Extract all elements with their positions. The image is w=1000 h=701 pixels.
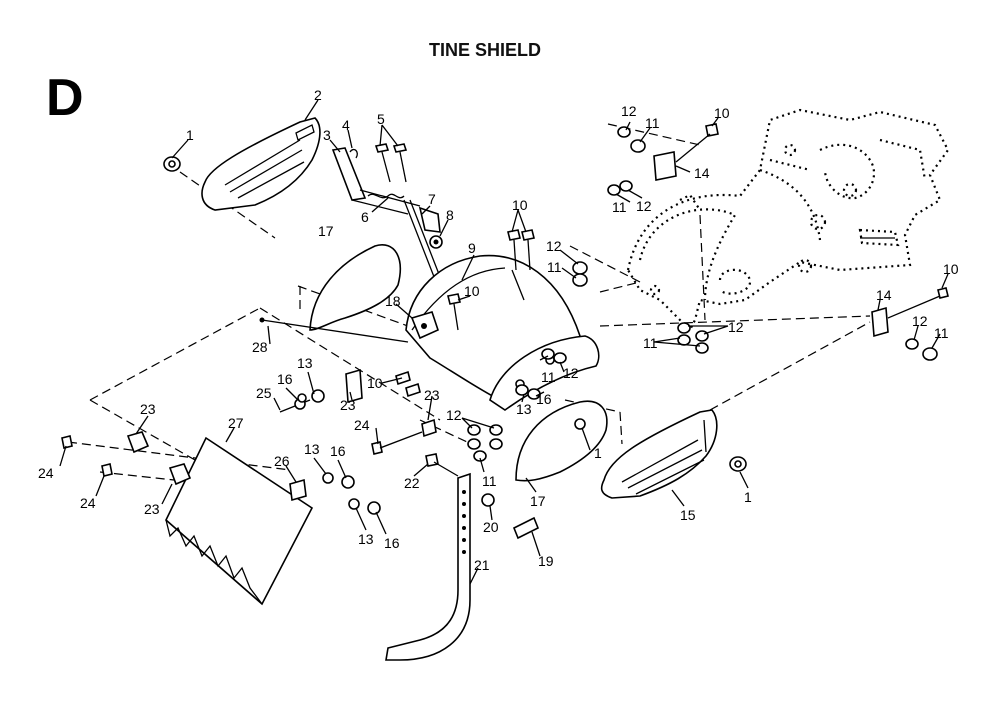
hinge-bracket bbox=[410, 311, 439, 340]
callout-11c: 11 bbox=[645, 115, 660, 131]
callout-14a: 14 bbox=[694, 165, 710, 181]
callout-1: 1 bbox=[186, 127, 194, 143]
callout-2: 2 bbox=[314, 87, 322, 103]
flange-nut-upper bbox=[163, 156, 181, 172]
callout-16d: 16 bbox=[384, 535, 400, 551]
callout-12e: 12 bbox=[912, 313, 928, 329]
callout-11a: 11 bbox=[547, 259, 562, 275]
callout-12f: 12 bbox=[563, 365, 579, 381]
callout-17a: 17 bbox=[318, 223, 334, 239]
callout-24b: 24 bbox=[38, 465, 54, 481]
transmission-housing bbox=[607, 108, 950, 332]
callout-22: 22 bbox=[404, 475, 420, 491]
callout-1c: 1 bbox=[744, 489, 752, 505]
callout-9: 9 bbox=[468, 240, 476, 256]
inner-shield-upper bbox=[309, 244, 402, 331]
side-shield-upper bbox=[201, 117, 321, 211]
callout-23c: 23 bbox=[424, 387, 440, 403]
callout-13a: 13 bbox=[297, 355, 313, 371]
flange-nut-lower bbox=[729, 456, 747, 472]
callout-12g: 12 bbox=[446, 407, 462, 423]
flap-hardware bbox=[61, 431, 381, 515]
callout-10d: 10 bbox=[714, 105, 730, 121]
callout-26: 26 bbox=[274, 453, 290, 469]
callout-13c: 13 bbox=[304, 441, 320, 457]
rear-flap bbox=[165, 436, 314, 606]
inner-shield-lower bbox=[515, 400, 608, 482]
callout-21: 21 bbox=[474, 557, 490, 573]
hood-hardware-left bbox=[279, 368, 437, 455]
callout-28: 28 bbox=[252, 339, 268, 355]
callout-3: 3 bbox=[323, 127, 331, 143]
hinge-rod bbox=[259, 317, 409, 343]
depth-bar bbox=[385, 472, 471, 661]
callout-4: 4 bbox=[342, 117, 350, 133]
callout-14b: 14 bbox=[876, 287, 892, 303]
callout-23a: 23 bbox=[140, 401, 156, 417]
callout-18: 18 bbox=[385, 293, 401, 309]
leader-lines bbox=[59, 99, 949, 585]
callout-11d: 11 bbox=[612, 199, 627, 215]
callout-16a: 16 bbox=[277, 371, 293, 387]
callout-10e: 10 bbox=[943, 261, 959, 277]
callout-27: 27 bbox=[228, 415, 244, 431]
callout-25: 25 bbox=[256, 385, 272, 401]
callout-24c: 24 bbox=[80, 495, 96, 511]
callout-labels: 1 2 3 4 5 6 7 8 9 10 10 10 10 10 11 11 1… bbox=[38, 87, 959, 573]
nut-8 bbox=[429, 235, 443, 249]
hardware-right bbox=[607, 123, 949, 361]
carriage-bolts-upper bbox=[374, 143, 408, 183]
callout-23b: 23 bbox=[340, 397, 356, 413]
callout-15: 15 bbox=[680, 507, 696, 523]
side-shield-lower bbox=[600, 409, 718, 499]
callout-16c: 16 bbox=[330, 443, 346, 459]
callout-17b: 17 bbox=[530, 493, 546, 509]
callout-12a: 12 bbox=[546, 238, 562, 254]
callout-10a: 10 bbox=[512, 197, 528, 213]
callout-13d: 13 bbox=[358, 531, 374, 547]
carriage-bolts-center bbox=[447, 229, 535, 331]
callout-24a: 24 bbox=[354, 417, 370, 433]
page-title: TINE SHIELD bbox=[428, 40, 541, 60]
callout-19: 19 bbox=[538, 553, 554, 569]
callout-1b: 1 bbox=[594, 445, 602, 461]
callout-16b: 16 bbox=[536, 391, 552, 407]
callout-10c: 10 bbox=[367, 375, 383, 391]
depth-bar-hardware bbox=[425, 453, 540, 540]
callout-12d: 12 bbox=[728, 319, 744, 335]
callout-7: 7 bbox=[428, 191, 436, 207]
callout-10b: 10 bbox=[464, 283, 480, 299]
callout-8: 8 bbox=[446, 207, 454, 223]
callout-13b: 13 bbox=[516, 401, 532, 417]
callout-11b: 11 bbox=[643, 335, 658, 351]
callout-12c: 12 bbox=[636, 198, 652, 214]
section-letter: D bbox=[46, 69, 84, 127]
callout-23d: 23 bbox=[144, 501, 160, 517]
depth-bar-linkage bbox=[331, 147, 461, 329]
callout-20: 20 bbox=[483, 519, 499, 535]
callout-11e: 11 bbox=[541, 369, 556, 385]
callout-12b: 12 bbox=[621, 103, 637, 119]
callout-11f: 11 bbox=[482, 473, 497, 489]
callout-11g: 11 bbox=[934, 325, 949, 341]
callout-6: 6 bbox=[361, 209, 369, 225]
callout-5: 5 bbox=[377, 111, 385, 127]
